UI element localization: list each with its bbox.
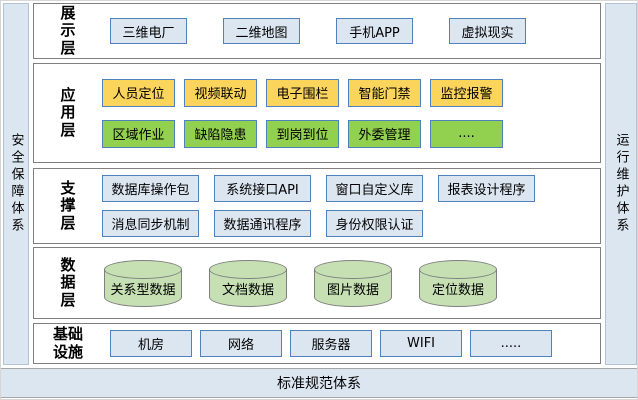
infra-box: 网络 xyxy=(200,330,282,357)
pillar-standards-label: 标准规范体系 xyxy=(277,376,361,392)
database-label: 定位数据 xyxy=(431,283,484,298)
pillar-security-assurance: 安全保障体系 xyxy=(3,3,29,365)
layer-infrastructure-label: 基础 设施 xyxy=(52,325,83,361)
layer-display: 展 示 层 三维电厂 二维地图 手机APP 虚拟现实 xyxy=(33,3,601,59)
support-box: 报表设计程序 xyxy=(438,175,535,202)
app-module-box: 区域作业 xyxy=(102,119,175,148)
layer-support: 支 撑 层 数据库操作包 系统接口API 窗口自定义库 报表设计程序 消息同步机… xyxy=(33,168,601,244)
display-box: 手机APP xyxy=(336,18,413,44)
database-cylinder: 图片数据 xyxy=(314,260,392,307)
database-cylinder: 关系型数据 xyxy=(104,260,182,307)
pillar-standards: 标准规范体系 xyxy=(1,368,637,398)
support-box: 窗口自定义库 xyxy=(326,175,423,202)
layer-infrastructure: 基础 设施 机房 网络 服务器 WIFI ..... xyxy=(33,323,601,364)
database-cylinder: 文档数据 xyxy=(209,260,287,307)
infra-box: ..... xyxy=(470,330,552,357)
display-box: 二维地图 xyxy=(223,18,300,44)
database-label: 文档数据 xyxy=(221,283,274,298)
layer-application-row-1: 人员定位 视频联动 电子围栏 智能门禁 监控报警 xyxy=(102,78,600,107)
layer-display-label: 展 示 层 xyxy=(60,4,76,57)
database-label: 图片数据 xyxy=(326,283,379,298)
app-module-box: 监控报警 xyxy=(430,78,503,107)
layer-application-row-2: 区域作业 缺陷隐患 到岗到位 外委管理 .... xyxy=(102,119,600,148)
display-box: 三维电厂 xyxy=(110,18,187,44)
pillar-security-label: 安全保障体系 xyxy=(8,133,24,235)
app-module-box: 人员定位 xyxy=(102,78,175,107)
layer-data-row: 关系型数据 文档数据 图片数据 定位数据 xyxy=(102,259,600,307)
infra-box: 服务器 xyxy=(290,330,372,357)
layer-application: 应 用 层 人员定位 视频联动 电子围栏 智能门禁 监控报警 区域作业 缺陷隐患… xyxy=(33,63,601,163)
support-box: 数据库操作包 xyxy=(102,175,199,202)
infra-box: 机房 xyxy=(110,330,192,357)
support-box: 消息同步机制 xyxy=(102,210,199,237)
database-cylinder: 定位数据 xyxy=(419,260,497,307)
layer-infrastructure-row: 机房 网络 服务器 WIFI ..... xyxy=(102,330,600,357)
pillar-operation-label: 运行维护体系 xyxy=(613,133,629,235)
support-box: 数据通讯程序 xyxy=(214,210,311,237)
app-module-box: 到岗到位 xyxy=(266,119,339,148)
app-module-box: 视频联动 xyxy=(184,78,257,107)
layer-application-label: 应 用 层 xyxy=(60,86,76,139)
layer-display-row: 三维电厂 二维地图 手机APP 虚拟现实 xyxy=(102,18,600,44)
pillar-operation-maintenance: 运行维护体系 xyxy=(605,3,637,365)
infra-box: WIFI xyxy=(380,330,462,357)
app-module-box: 缺陷隐患 xyxy=(184,119,257,148)
layer-support-label: 支 撑 层 xyxy=(60,179,76,232)
app-module-box: 外委管理 xyxy=(348,119,421,148)
support-box: 系统接口API xyxy=(214,175,311,202)
app-module-box: 智能门禁 xyxy=(348,78,421,107)
layer-support-row-1: 数据库操作包 系统接口API 窗口自定义库 报表设计程序 xyxy=(102,175,600,202)
layer-data: 数 据 层 关系型数据 文档数据 图片数据 定位数据 xyxy=(33,247,601,319)
layer-support-row-2: 消息同步机制 数据通讯程序 身份权限认证 xyxy=(102,210,600,237)
app-module-box: 电子围栏 xyxy=(266,78,339,107)
layer-data-label: 数 据 层 xyxy=(60,256,76,309)
database-label: 关系型数据 xyxy=(110,283,176,298)
app-module-box: .... xyxy=(430,119,503,148)
display-box: 虚拟现实 xyxy=(449,18,526,44)
support-box: 身份权限认证 xyxy=(326,210,423,237)
